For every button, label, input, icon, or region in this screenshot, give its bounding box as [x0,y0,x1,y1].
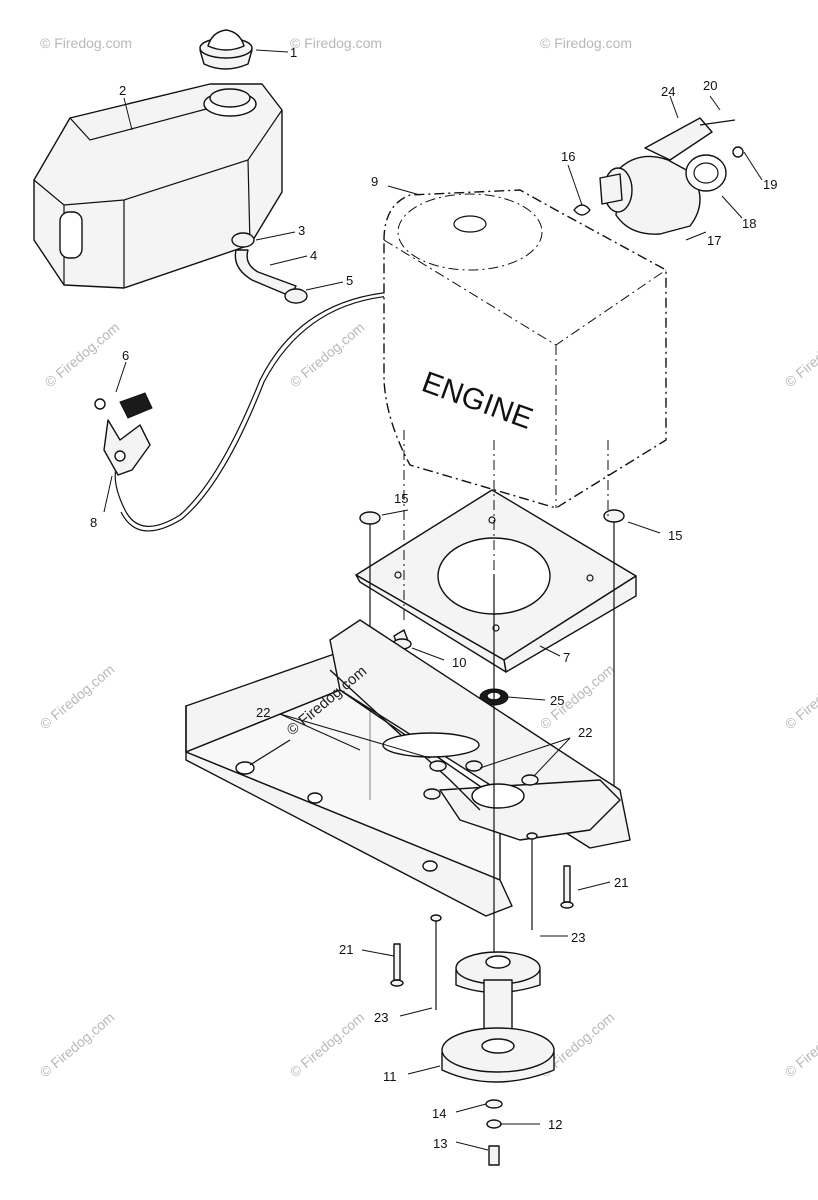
callout-14: 14 [432,1106,446,1121]
throttle-control [94,291,393,532]
hose-clamp [284,288,308,304]
throttle-screw [94,398,106,410]
bolt-21 [393,943,401,981]
muffler [615,155,701,235]
callout-21: 21 [339,942,353,957]
callout-3: 3 [298,223,305,238]
callout-24: 24 [661,84,675,99]
callout-1: 1 [290,45,297,60]
callout-19: 19 [763,177,777,192]
fuel-hose [234,249,297,297]
callout-18: 18 [742,216,756,231]
watermark: © Firedog.com [37,1009,118,1080]
callout-5: 5 [346,273,353,288]
fuel-hose-assembly [231,232,308,304]
callout-23: 23 [374,1010,388,1025]
muffler-assembly [573,117,744,235]
tank-filler-neck [209,88,251,108]
watermark: © Firedog.com [782,319,818,390]
bolt-head [359,511,381,525]
callout-2: 2 [119,83,126,98]
nut [521,774,539,786]
muffler-gasket [685,154,727,192]
watermark: © Firedog.com [540,35,632,51]
hose-clamp [231,232,255,248]
callout-6: 6 [122,348,129,363]
engine: ENGINE [383,189,667,509]
watermark: © Firedog.com [537,661,618,732]
watermark: © Firedog.com [290,35,382,51]
tank-side-handle [59,211,83,259]
callout-25: 25 [550,693,564,708]
washer-14 [485,1099,503,1109]
throttle-knob [119,392,153,419]
callout-12: 12 [548,1117,562,1132]
callout-8: 8 [90,515,97,530]
muffler-bracket [644,117,713,161]
callout-22: 22 [256,705,270,720]
watermark: © Firedog.com [37,661,118,732]
nut [423,788,441,800]
nut [429,760,447,772]
callout-13: 13 [433,1136,447,1151]
fuel-cap [199,29,253,70]
fuel-tank [33,83,283,289]
callout-16: 16 [561,149,575,164]
lock-washer [573,204,591,216]
callout-17: 17 [707,233,721,248]
leader-lines [103,49,763,1151]
watermark: © Firedog.com [782,1009,818,1080]
pulley-assembly [441,575,555,1166]
bolt-13 [488,1145,500,1166]
callout-15: 15 [668,528,682,543]
callouts: 1 2 3 4 5 6 7 8 9 10 11 12 13 14 15 15 1… [90,45,777,1151]
lower-bolts [390,832,574,1010]
watermark: © Firedog.com [287,1009,368,1080]
callout-22: 22 [578,725,592,740]
callout-7: 7 [563,650,570,665]
callout-15: 15 [394,491,408,506]
watermark: © Firedog.com [782,661,818,732]
watermark: © Firedog.com [40,35,132,51]
nut [465,760,483,772]
frame-nuts [423,760,539,800]
callout-11: 11 [383,1069,397,1084]
watermark: © Firedog.com [42,319,123,390]
bolt-head [603,509,625,523]
callout-21: 21 [614,875,628,890]
washer-12 [486,1119,502,1129]
callout-10: 10 [452,655,466,670]
callout-20: 20 [703,78,717,93]
callout-23: 23 [571,930,585,945]
callout-4: 4 [310,248,317,263]
bolt-21 [563,865,571,903]
callout-9: 9 [371,174,378,189]
alignment-lines [403,430,609,620]
mower-frame [185,619,631,917]
